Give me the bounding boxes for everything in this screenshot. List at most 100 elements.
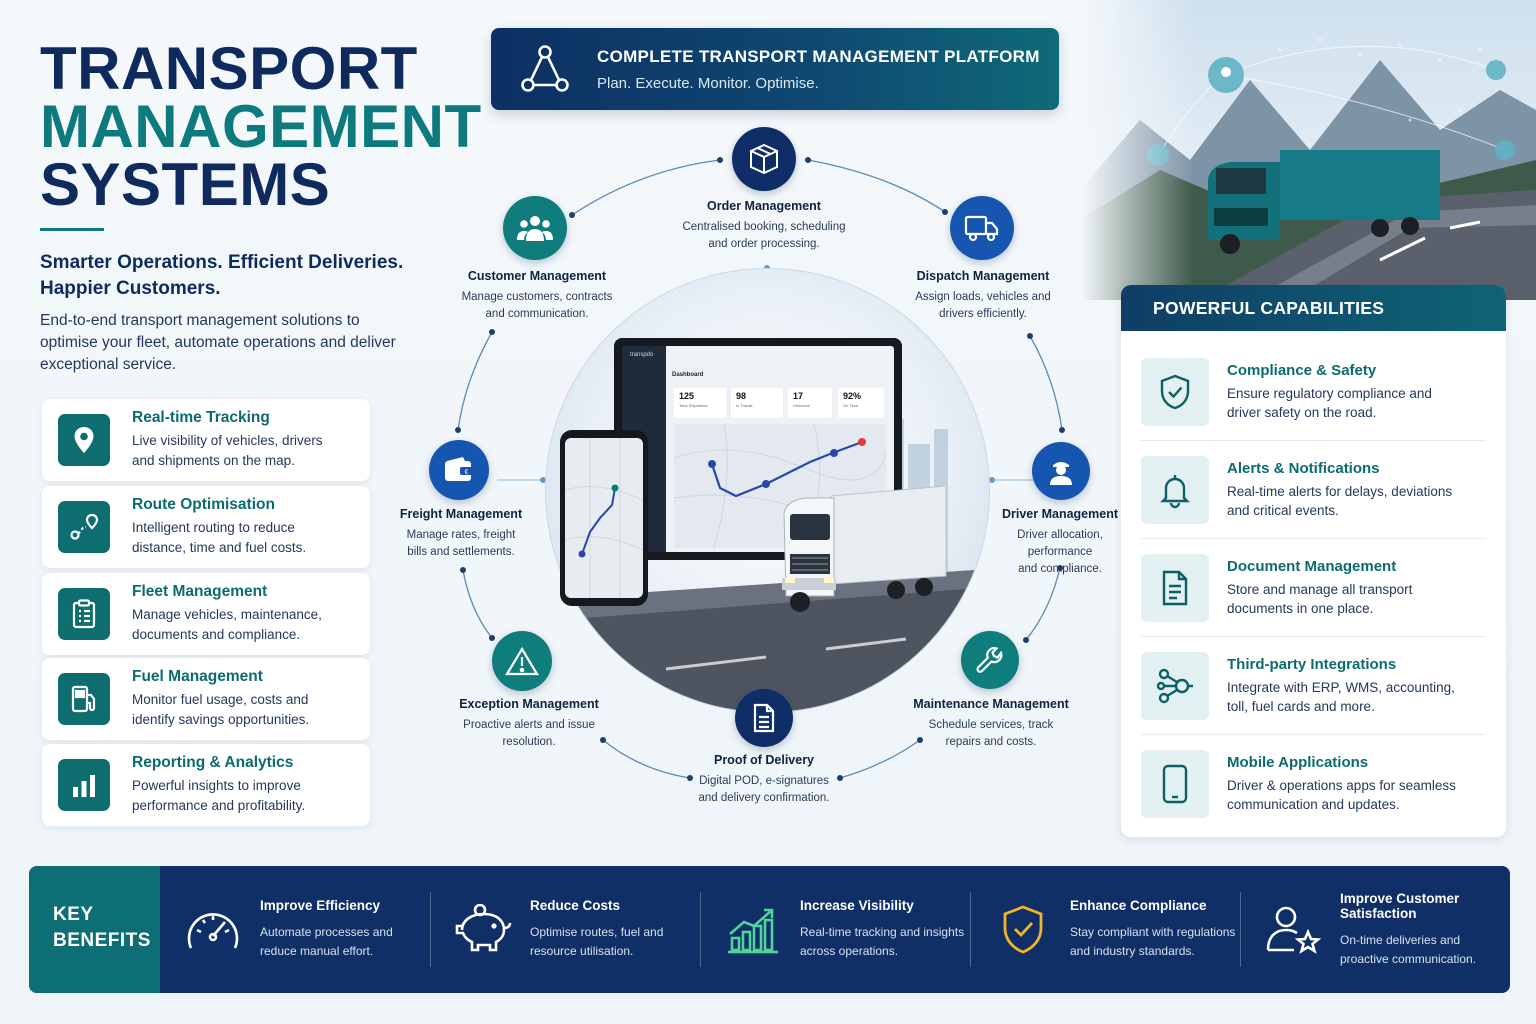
title-line-3: SYSTEMS: [40, 151, 331, 218]
title-divider: [40, 228, 104, 231]
users-group-icon: [517, 216, 553, 241]
maintenance-management-label: Maintenance Management Schedule services…: [906, 697, 1076, 751]
banner-subtitle: Plan. Execute. Monitor. Optimise.: [597, 74, 819, 92]
user-star-icon: [1262, 899, 1324, 961]
benefit-compliance: Enhance Compliance Stay compliant with r…: [970, 866, 1240, 993]
benefit-title: Reduce Costs: [530, 898, 621, 913]
dashboard-heading: Dashboard: [672, 372, 704, 378]
benefit-desc: Stay compliant with regulations and indu…: [1070, 925, 1236, 958]
speedometer-icon: [182, 899, 244, 961]
feature-title: Reporting & Analytics: [132, 754, 294, 771]
capability-alerts[interactable]: Alerts & Notifications Real-time alerts …: [1141, 441, 1486, 539]
dispatch-management-node[interactable]: [950, 196, 1014, 260]
feature-desc: Manage vehicles, maintenance, documents …: [132, 607, 322, 642]
dashboard-brand: transpdo: [630, 352, 654, 358]
module-title: Customer Management: [467, 269, 607, 283]
module-title: Dispatch Management: [916, 269, 1050, 283]
shield-check-icon: [1141, 357, 1209, 426]
feature-card-tracking[interactable]: Real-time Tracking Live visibility of ve…: [42, 399, 370, 481]
feature-desc: Intelligent routing to reduce distance, …: [132, 520, 307, 555]
module-title: Driver Management: [1001, 507, 1118, 521]
piggy-bank-icon: [452, 899, 514, 961]
tagline-line-1: Smarter Operations. Efficient Deliveries…: [40, 252, 404, 273]
customer-management-node[interactable]: [503, 196, 567, 260]
box-icon: [750, 143, 778, 175]
capability-integrations[interactable]: Third-party Integrations Integrate with …: [1141, 637, 1486, 735]
mobile-phone: [560, 430, 648, 606]
intro-text: End-to-end transport management solution…: [40, 312, 396, 373]
bar-chart-icon: [58, 759, 110, 811]
module-title: Exception Management: [459, 697, 599, 711]
capability-mobile[interactable]: Mobile Applications Driver & operations …: [1141, 735, 1486, 833]
dispatch-management-label: Dispatch Management Assign loads, vehicl…: [888, 269, 1078, 323]
module-title: Order Management: [707, 199, 821, 213]
driver-management-label: Driver Management Driver allocation, per…: [984, 507, 1136, 578]
shield-check-icon: [992, 899, 1054, 961]
benefit-desc: Optimise routes, fuel and resource utili…: [530, 925, 664, 958]
stat-label: In Transit: [736, 403, 753, 408]
feature-title: Fleet Management: [132, 583, 268, 600]
capability-title: Third-party Integrations: [1227, 655, 1397, 673]
growth-chart-icon: [722, 899, 784, 961]
clipboard-icon: [58, 588, 110, 640]
stat-card: 125 Total Shipments: [674, 388, 726, 418]
stat-card: 17 Delivered: [788, 388, 832, 418]
key-benefits-bar: KEY BENEFITS Improve Efficiency Automate…: [29, 866, 1510, 993]
capabilities-panel: POWERFUL CAPABILITIES Compliance & Safet…: [1121, 285, 1506, 837]
wallet-icon: ¢: [445, 457, 473, 481]
driver-management-node[interactable]: [1032, 442, 1090, 500]
stat-label: Total Shipments: [679, 403, 708, 408]
order-management-label: Order Management Centralised booking, sc…: [662, 199, 866, 253]
capability-documents[interactable]: Document Management Store and manage all…: [1141, 539, 1486, 637]
capability-title: Document Management: [1227, 557, 1397, 575]
benefit-title: Improve Efficiency: [260, 898, 381, 913]
truck-illustration: [776, 485, 948, 616]
freight-management-node[interactable]: ¢: [429, 440, 489, 500]
capability-desc: Driver & operations apps for seamless co…: [1227, 778, 1456, 812]
feature-desc: Monitor fuel usage, costs and identify s…: [132, 692, 310, 727]
mobile-icon: [1141, 750, 1209, 818]
bell-icon: [1141, 455, 1209, 524]
fuel-pump-icon: [58, 673, 110, 725]
proof-of-delivery-node[interactable]: [735, 689, 793, 747]
banner-title: COMPLETE TRANSPORT MANAGEMENT PLATFORM: [597, 46, 1040, 66]
benefit-title: Improve Customer Satisfaction: [1340, 890, 1460, 921]
module-title: Proof of Delivery: [713, 753, 815, 767]
benefit-efficiency: Improve Efficiency Automate processes an…: [160, 866, 430, 993]
proof-of-delivery-label: Proof of Delivery Digital POD, e-signatu…: [674, 753, 854, 807]
stat-label: On Time: [843, 403, 859, 408]
title-line-2: MANAGEMENT: [40, 93, 482, 160]
capability-desc: Ensure regulatory compliance and driver …: [1227, 385, 1432, 420]
capability-title: Mobile Applications: [1227, 754, 1369, 771]
stat-card: 98 In Transit: [731, 388, 783, 418]
capability-compliance[interactable]: Compliance & Safety Ensure regulatory co…: [1141, 343, 1486, 441]
benefit-visibility: Increase Visibility Real-time tracking a…: [700, 866, 970, 993]
svg-text:¢: ¢: [464, 468, 468, 476]
platform-banner: COMPLETE TRANSPORT MANAGEMENT PLATFORM P…: [491, 28, 1059, 110]
order-management-node[interactable]: [732, 127, 796, 191]
document-icon: [1141, 553, 1209, 622]
feature-card-fuel[interactable]: Fuel Management Monitor fuel usage, cost…: [42, 658, 370, 740]
feature-desc: Live visibility of vehicles, drivers and…: [132, 433, 323, 468]
benefit-satisfaction: Improve Customer Satisfaction On-time de…: [1240, 866, 1510, 993]
hero-scene: [1080, 0, 1536, 300]
maintenance-management-node[interactable]: [961, 631, 1019, 689]
module-title: Freight Management: [399, 507, 523, 521]
feature-card-fleet[interactable]: Fleet Management Manage vehicles, mainte…: [42, 573, 370, 655]
exception-management-label: Exception Management Proactive alerts an…: [444, 697, 614, 751]
stat-value: 125: [679, 391, 695, 401]
exception-management-node[interactable]: [492, 631, 552, 691]
feature-card-reporting[interactable]: Reporting & Analytics Powerful insights …: [42, 744, 370, 826]
capability-desc: Store and manage all transport documents…: [1227, 581, 1413, 616]
module-title: Maintenance Management: [913, 697, 1069, 711]
stat-card: 92% On Time: [838, 388, 884, 418]
capabilities-header: POWERFUL CAPABILITIES: [1121, 285, 1506, 331]
capability-desc: Real-time alerts for delays, deviations …: [1227, 483, 1453, 518]
feature-card-route[interactable]: Route Optimisation Intelligent routing t…: [42, 486, 370, 568]
benefit-title: Enhance Compliance: [1070, 898, 1207, 913]
